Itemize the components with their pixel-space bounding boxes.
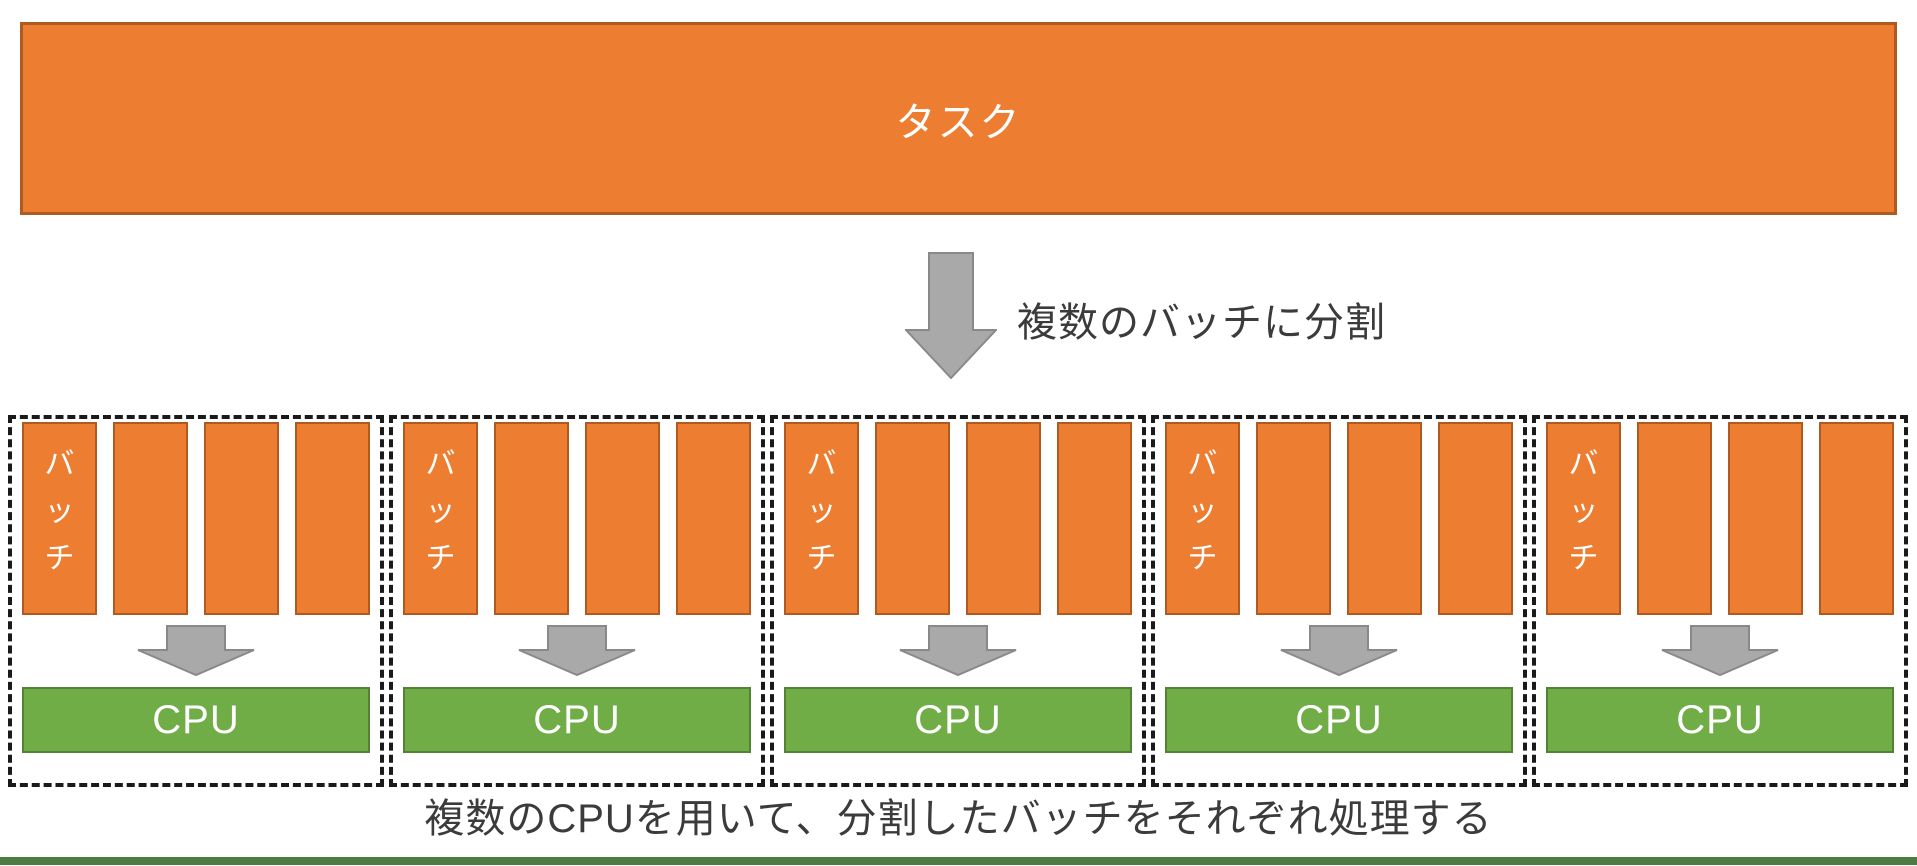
split-down-arrow-icon xyxy=(905,252,997,379)
batch-bar xyxy=(1728,422,1803,615)
batch-label-char: ッ xyxy=(44,495,75,528)
batch-label-char: バ xyxy=(1568,448,1599,481)
batch-bar xyxy=(1256,422,1331,615)
batch-bars: バッチ xyxy=(12,422,380,615)
batch-bar xyxy=(966,422,1041,615)
batch-label-char: バ xyxy=(44,448,75,481)
batch-bar xyxy=(113,422,188,615)
batch-label-char: チ xyxy=(1187,542,1218,575)
task-label: タスク xyxy=(895,100,1022,145)
cpu-label: CPU xyxy=(1295,697,1383,742)
cpu-box: CPU xyxy=(784,687,1132,753)
batch-bars: バッチ xyxy=(393,422,761,615)
slide-footer-line xyxy=(0,857,1917,865)
cpu-box: CPU xyxy=(403,687,751,753)
down-arrow-icon xyxy=(518,625,636,677)
batch-label-char: バ xyxy=(806,448,837,481)
down-arrow-icon xyxy=(1661,625,1779,677)
batch-bar xyxy=(875,422,950,615)
batch-label-char: ッ xyxy=(1568,495,1599,528)
batch-group: バッチ CPU xyxy=(770,415,1146,787)
batch-bar xyxy=(1438,422,1513,615)
group-arrow-row xyxy=(12,615,380,687)
batch-group: バッチ CPU xyxy=(389,415,765,787)
down-arrow-icon xyxy=(899,625,1017,677)
split-arrow-label: 複数のバッチに分割 xyxy=(1017,301,1386,345)
group-arrow-row xyxy=(1155,615,1523,687)
cpu-box: CPU xyxy=(1165,687,1513,753)
group-arrow-row xyxy=(774,615,1142,687)
batch-group: バッチ CPU xyxy=(8,415,384,787)
batch-bars: バッチ xyxy=(1155,422,1523,615)
down-arrow-icon xyxy=(137,625,255,677)
cpu-label: CPU xyxy=(1676,697,1764,742)
batch-label-char: バ xyxy=(425,448,456,481)
batch-bar-labeled: バッチ xyxy=(22,422,97,615)
batch-label-char: ッ xyxy=(425,495,456,528)
batch-bar xyxy=(1057,422,1132,615)
batch-group: バッチ CPU xyxy=(1532,415,1908,787)
batch-bar xyxy=(295,422,370,615)
batch-bar-labeled: バッチ xyxy=(1546,422,1621,615)
cpu-label: CPU xyxy=(533,697,621,742)
batch-bar-labeled: バッチ xyxy=(403,422,478,615)
bottom-caption: 複数のCPUを用いて、分割したバッチをそれぞれ処理する xyxy=(424,797,1493,841)
batch-label-char: チ xyxy=(806,542,837,575)
cpu-label: CPU xyxy=(152,697,240,742)
task-box: タスク xyxy=(20,22,1897,215)
batch-label-char: チ xyxy=(44,542,75,575)
batch-label-char: バ xyxy=(1187,448,1218,481)
group-arrow-row xyxy=(393,615,761,687)
batch-bar-labeled: バッチ xyxy=(784,422,859,615)
cpu-box: CPU xyxy=(22,687,370,753)
batch-bar xyxy=(1347,422,1422,615)
cpu-box: CPU xyxy=(1546,687,1894,753)
batch-label-char: チ xyxy=(1568,542,1599,575)
batch-label-char: ッ xyxy=(806,495,837,528)
batch-bars: バッチ xyxy=(774,422,1142,615)
batch-bar xyxy=(204,422,279,615)
batch-group: バッチ CPU xyxy=(1151,415,1527,787)
batch-bar xyxy=(585,422,660,615)
cpu-label: CPU xyxy=(914,697,1002,742)
batch-label-char: ッ xyxy=(1187,495,1218,528)
batch-bar xyxy=(1819,422,1894,615)
batch-label-char: チ xyxy=(425,542,456,575)
group-arrow-row xyxy=(1536,615,1904,687)
batch-groups-row: バッチ CPU バッチ CPU バッチ xyxy=(8,415,1908,787)
batch-bar xyxy=(494,422,569,615)
batch-bars: バッチ xyxy=(1536,422,1904,615)
batch-bar xyxy=(676,422,751,615)
down-arrow-icon xyxy=(1280,625,1398,677)
batch-bar-labeled: バッチ xyxy=(1165,422,1240,615)
batch-bar xyxy=(1637,422,1712,615)
